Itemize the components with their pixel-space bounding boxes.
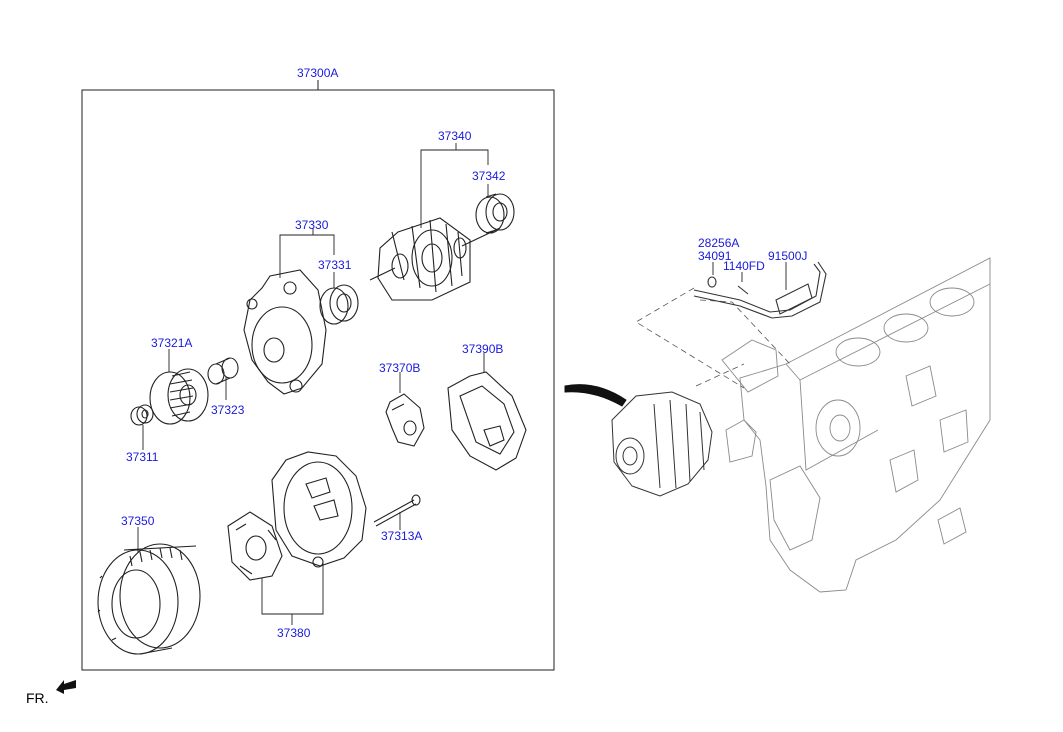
fr-arrow-icon (56, 680, 76, 694)
label-37331[interactable]: 37331 (318, 258, 352, 272)
installed-alternator-drawing (611, 391, 713, 497)
rotor-drawing (369, 217, 501, 301)
label-28256A[interactable]: 28256A (698, 236, 740, 250)
front-housing-drawing (243, 269, 327, 395)
label-37350[interactable]: 37350 (121, 514, 155, 528)
dashed-guide-lines (635, 287, 791, 389)
bearing-37342-drawing (475, 193, 515, 234)
label-37390B[interactable]: 37390B (462, 342, 504, 356)
engine-block-drawing (721, 257, 991, 593)
label-37380[interactable]: 37380 (277, 626, 311, 640)
nut-drawing (130, 404, 154, 426)
rear-cover-drawing (447, 371, 527, 471)
pulley-drawing (149, 368, 209, 425)
fr-label: FR. (26, 690, 49, 706)
rear-housing-drawing (271, 451, 367, 568)
label-34091[interactable]: 34091 (698, 249, 732, 263)
stator-drawing (97, 543, 201, 655)
label-37321A[interactable]: 37321A (151, 336, 193, 350)
label-37300A[interactable]: 37300A (297, 66, 339, 80)
label-37342[interactable]: 37342 (472, 169, 506, 183)
label-37330[interactable]: 37330 (295, 218, 329, 232)
label-37340[interactable]: 37340 (438, 129, 472, 143)
bolt-drawing (373, 494, 421, 527)
label-37313A[interactable]: 37313A (381, 529, 423, 543)
leader-lines (137, 143, 787, 625)
brush-holder-drawing (227, 511, 283, 581)
spacer-drawing (207, 357, 239, 385)
label-37323[interactable]: 37323 (211, 403, 245, 417)
bearing-37331-drawing (319, 284, 359, 325)
label-91500J[interactable]: 91500J (768, 249, 808, 263)
label-37311[interactable]: 37311 (126, 450, 159, 464)
direction-arrow (564, 384, 627, 407)
label-37370B[interactable]: 37370B (379, 361, 421, 375)
regulator-drawing (385, 393, 425, 447)
pipe-bracket-drawing (693, 261, 827, 319)
label-1140FD[interactable]: 1140FD (723, 259, 765, 273)
